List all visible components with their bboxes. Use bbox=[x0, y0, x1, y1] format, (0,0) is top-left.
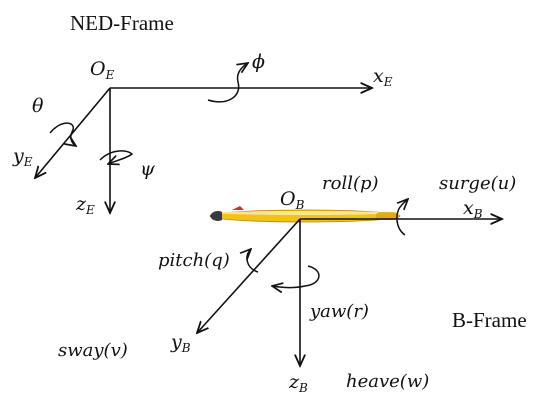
ned-z-axis-label: zE bbox=[76, 193, 95, 217]
sway-label: sway(v) bbox=[58, 340, 128, 361]
roll-rotation-arrow bbox=[396, 199, 408, 236]
ned-y-axis-label: yE bbox=[13, 145, 33, 169]
surge-label: surge(u) bbox=[439, 173, 517, 194]
phi-rotation-arrow bbox=[207, 63, 248, 103]
body-y-axis-arrow bbox=[197, 218, 301, 333]
psi-rotation-arrow bbox=[99, 150, 134, 164]
ned-axes bbox=[35, 88, 372, 213]
body-origin-label: OB bbox=[280, 188, 305, 212]
body-rotation-arcs bbox=[247, 199, 408, 288]
vehicle-illustration bbox=[209, 206, 401, 223]
theta-rotation-arrow bbox=[49, 122, 76, 146]
body-z-axis-label: zB bbox=[289, 371, 308, 395]
ned-frame-title: NED-Frame bbox=[70, 11, 174, 35]
ned-y-axis-arrow bbox=[35, 87, 111, 178]
yaw-rotation-arrow bbox=[272, 265, 320, 288]
ned-rotation-arcs bbox=[49, 63, 248, 164]
roll-label: roll(p) bbox=[322, 173, 379, 194]
pitch-label: pitch(q) bbox=[158, 250, 230, 271]
yaw-label: yaw(r) bbox=[310, 301, 369, 322]
body-y-axis-label: yB bbox=[171, 331, 191, 355]
body-frame-title: B-Frame bbox=[452, 308, 527, 332]
phi-label: ϕ bbox=[252, 51, 265, 73]
body-axes bbox=[197, 219, 502, 366]
pitch-rotation-arrow bbox=[247, 249, 259, 273]
ned-x-axis-label: xE bbox=[373, 65, 393, 89]
ned-origin-label: OE bbox=[90, 58, 115, 82]
theta-label: θ bbox=[32, 95, 44, 117]
heave-label: heave(w) bbox=[346, 371, 430, 392]
psi-label: ψ bbox=[140, 158, 155, 180]
body-x-axis-label: xB bbox=[463, 197, 483, 221]
